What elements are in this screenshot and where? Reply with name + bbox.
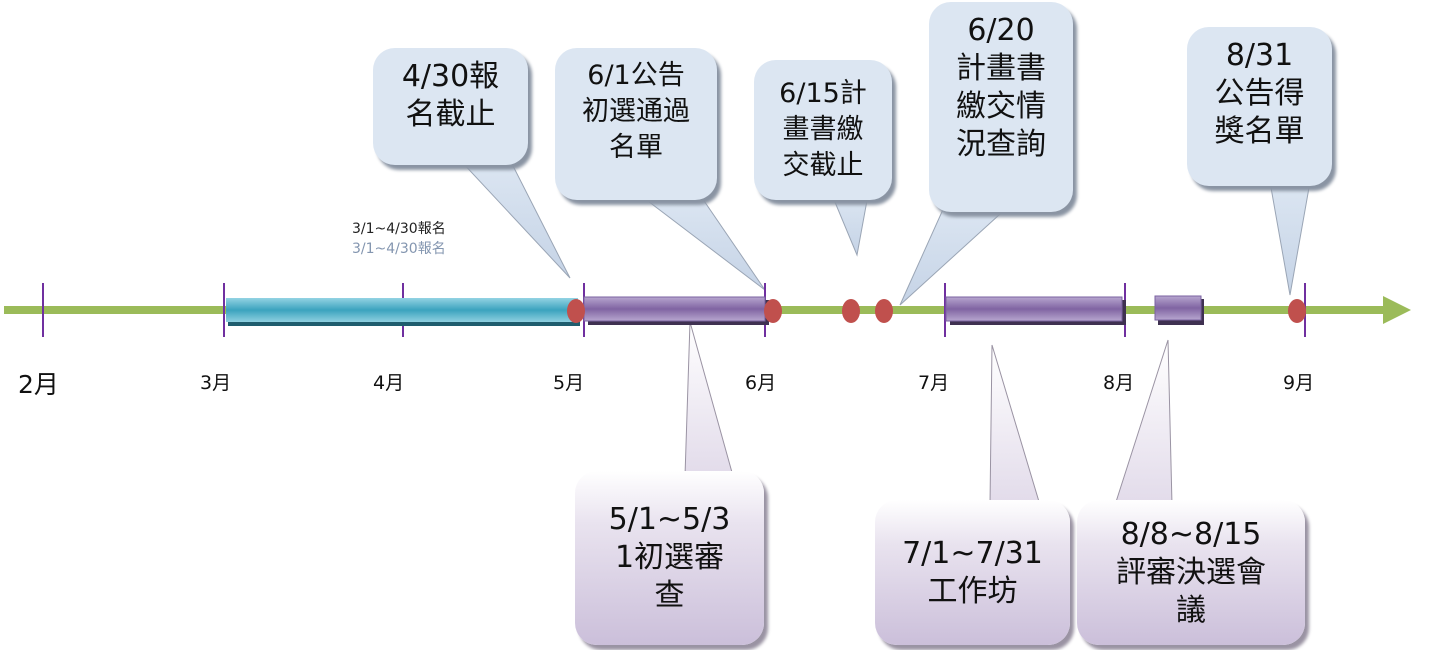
registration-bar-label-reflection: 3/1~4/30報名 bbox=[352, 241, 446, 257]
month-label: 5月 bbox=[553, 372, 585, 394]
callout-proposal-status: 6/20 計畫書 繳交情 況查詢 bbox=[929, 2, 1073, 212]
milestone-dot bbox=[567, 299, 585, 323]
callout-registration-deadline: 4/30報 名截止 bbox=[373, 48, 528, 165]
final-review-bar bbox=[1154, 295, 1202, 321]
month-label: 7月 bbox=[918, 372, 950, 394]
callout-preliminary-results: 6/1公告 初選通過 名單 bbox=[555, 48, 717, 200]
milestone-dot bbox=[875, 299, 893, 323]
callout-workshop: 7/1~7/31 工作坊 bbox=[875, 500, 1070, 645]
callout-preliminary-review: 5/1~5/3 1初選審 查 bbox=[575, 471, 764, 645]
callout-final-review: 8/8~8/15 評審決選會 議 bbox=[1077, 500, 1305, 645]
axis-arrow bbox=[1383, 296, 1411, 324]
month-label: 2月 bbox=[18, 370, 59, 399]
milestone-dot bbox=[764, 299, 782, 323]
callout-winners-announcement: 8/31 公告得 獎名單 bbox=[1187, 27, 1332, 186]
milestone-dot bbox=[1288, 299, 1306, 323]
callout-tails bbox=[458, 159, 1311, 306]
workshop-bar bbox=[945, 296, 1123, 322]
month-label: 9月 bbox=[1283, 372, 1315, 394]
month-label: 6月 bbox=[745, 372, 777, 394]
callout-proposal-deadline: 6/15計 畫書繳 交截止 bbox=[754, 60, 892, 200]
registration-bar bbox=[226, 298, 578, 322]
registration-bar-label: 3/1~4/30報名 bbox=[352, 221, 446, 237]
preliminary-review-bar bbox=[583, 296, 766, 322]
milestone-dot bbox=[842, 299, 860, 323]
month-label: 4月 bbox=[373, 372, 405, 394]
month-label: 8月 bbox=[1103, 372, 1135, 394]
month-label: 3月 bbox=[200, 372, 232, 394]
